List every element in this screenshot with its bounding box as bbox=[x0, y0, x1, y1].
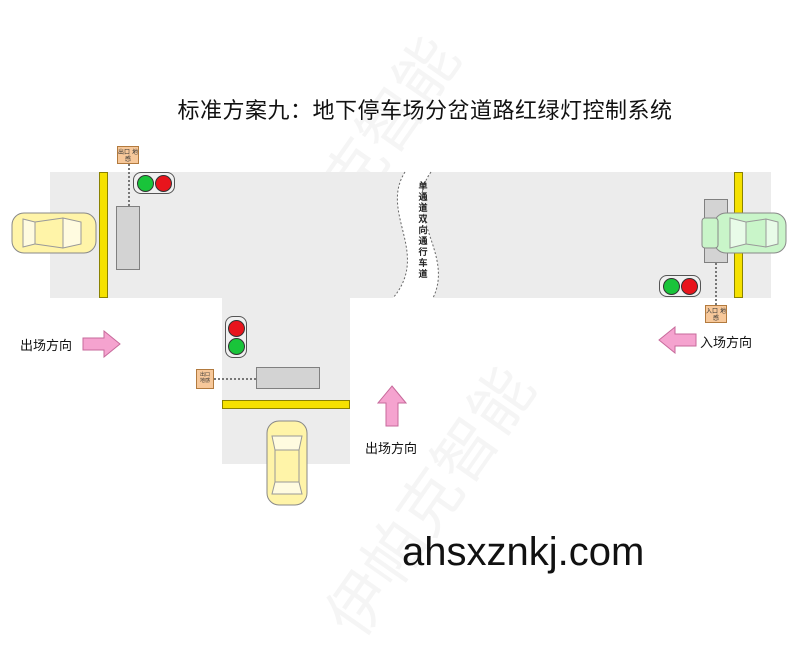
arrow-left-icon bbox=[658, 326, 697, 354]
car-yellow-bottom bbox=[266, 420, 308, 506]
car-yellow-left bbox=[11, 212, 97, 254]
sensor-wire bbox=[715, 263, 717, 305]
red-lamp bbox=[155, 175, 172, 192]
sensor-wire bbox=[128, 164, 130, 206]
arrow-up-icon bbox=[377, 385, 407, 427]
single-lane-char: 单 bbox=[418, 182, 428, 192]
single-lane-char: 车 bbox=[418, 259, 428, 269]
single-lane-char: 向 bbox=[418, 226, 428, 236]
traffic-light-branch bbox=[225, 316, 247, 358]
single-lane-char: 道 bbox=[418, 204, 428, 214]
green-lamp bbox=[228, 338, 245, 355]
traffic-light-right bbox=[659, 275, 701, 297]
single-lane-break bbox=[392, 171, 439, 299]
exit-direction-label-left: 出场方向 bbox=[20, 339, 73, 354]
single-lane-char: 双 bbox=[418, 215, 428, 225]
red-lamp bbox=[681, 278, 698, 295]
car-green-right bbox=[701, 212, 787, 254]
exit-direction-label-bottom: 出场方向 bbox=[365, 442, 418, 457]
ground-sensor-entry-right: 入口 地感 bbox=[705, 305, 727, 323]
red-lamp bbox=[228, 320, 245, 337]
single-lane-label: 单 通 道 双 向 通 行 车 道 bbox=[416, 182, 430, 281]
sensor-wire bbox=[214, 378, 256, 380]
ground-sensor-exit-bottom: 出口 地感 bbox=[196, 369, 214, 389]
website-url: ahsxznkj.com bbox=[402, 530, 645, 574]
single-lane-char: 通 bbox=[418, 237, 428, 247]
single-lane-char: 道 bbox=[418, 270, 428, 280]
page-title: 标准方案九：地下停车场分岔道路红绿灯控制系统 bbox=[177, 99, 673, 124]
barrier-gate-bottom bbox=[256, 367, 320, 389]
single-lane-char: 行 bbox=[418, 248, 428, 258]
traffic-light-top bbox=[133, 172, 175, 194]
ground-sensor-exit-top: 出口 地感 bbox=[117, 146, 139, 164]
barrier-gate-left bbox=[116, 206, 140, 270]
single-lane-char: 通 bbox=[418, 193, 428, 203]
entry-direction-label: 入场方向 bbox=[700, 336, 753, 351]
stop-line-bottom bbox=[222, 400, 350, 409]
green-lamp bbox=[137, 175, 154, 192]
stop-line-left bbox=[99, 172, 108, 298]
green-lamp bbox=[663, 278, 680, 295]
arrow-right-icon bbox=[82, 330, 121, 358]
